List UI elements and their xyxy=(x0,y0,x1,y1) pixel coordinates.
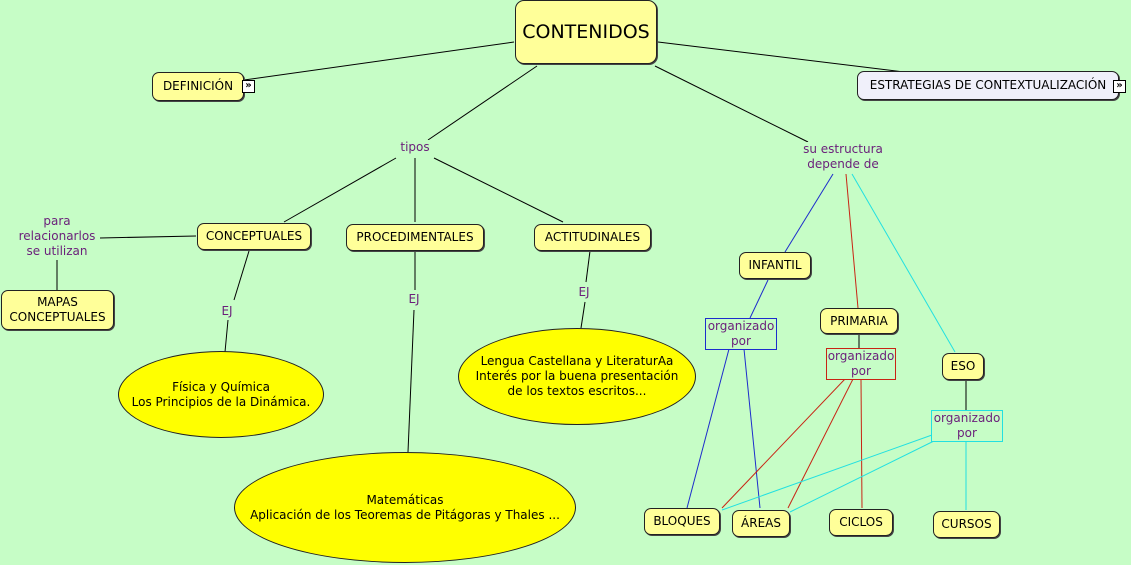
expand-icon[interactable]: » xyxy=(242,80,255,93)
node-bloques[interactable]: BLOQUES xyxy=(644,508,720,535)
link-label-organizado-eso: organizado por xyxy=(931,410,1003,442)
link-label-organizado-primaria: organizado por xyxy=(826,348,896,380)
node-ciclos[interactable]: CICLOS xyxy=(829,509,893,536)
node-matematicas[interactable]: Matemáticas Aplicación de los Teoremas d… xyxy=(234,452,576,563)
node-mapas-conceptuales[interactable]: MAPAS CONCEPTUALES xyxy=(1,290,114,330)
link-label-tipos: tipos xyxy=(396,140,434,155)
node-eso[interactable]: ESO xyxy=(942,353,984,380)
node-actitudinales[interactable]: ACTITUDINALES xyxy=(534,224,651,251)
node-fisica-quimica[interactable]: Física y Química Los Principios de la Di… xyxy=(118,351,324,438)
link-label-relacionar: para relacionarlos se utilizan xyxy=(14,214,100,259)
link-label-organizado-infantil: organizado por xyxy=(705,318,777,350)
expand-icon[interactable]: » xyxy=(1113,80,1126,93)
node-lengua[interactable]: Lengua Castellana y LiteraturAa Interés … xyxy=(458,328,696,425)
node-conceptuales[interactable]: CONCEPTUALES xyxy=(197,223,311,250)
link-label-ej: EJ xyxy=(575,285,593,300)
node-procedimentales[interactable]: PROCEDIMENTALES xyxy=(346,224,484,251)
node-estrategias[interactable]: ESTRATEGIAS DE CONTEXTUALIZACIÓN xyxy=(857,71,1119,100)
node-cursos[interactable]: CURSOS xyxy=(933,511,1000,538)
node-primaria[interactable]: PRIMARIA xyxy=(820,308,898,334)
link-label-estructura: su estructura depende de xyxy=(798,142,888,172)
link-label-ej: EJ xyxy=(218,304,236,319)
node-areas[interactable]: ÁREAS xyxy=(732,510,790,537)
node-contenidos[interactable]: CONTENIDOS xyxy=(515,0,657,64)
node-definicion[interactable]: DEFINICIÓN xyxy=(152,72,244,101)
node-infantil[interactable]: INFANTIL xyxy=(739,252,811,279)
link-label-ej: EJ xyxy=(405,292,423,307)
